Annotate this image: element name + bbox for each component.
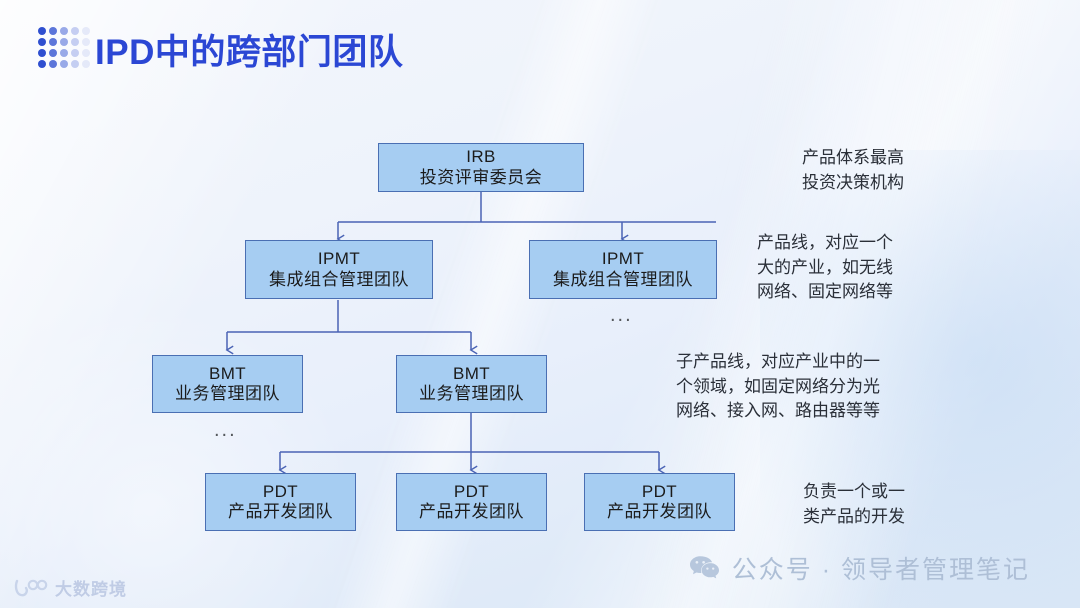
footer-wechat: 公众号 · 领导者管理笔记 xyxy=(689,550,1030,586)
wechat-icon xyxy=(689,556,719,579)
annotation-ipmt: 产品线，对应一个 大的产业，如无线 网络、固定网络等 xyxy=(757,233,893,302)
node-ipmt-2[interactable]: IPMT 集成组合管理团队 xyxy=(529,240,717,299)
node-code: IPMT xyxy=(317,249,361,269)
ellipsis-bmt: ... xyxy=(214,419,237,441)
annotation-irb: 产品体系最高 投资决策机构 xyxy=(802,148,904,192)
node-pdt-2[interactable]: PDT 产品开发团队 xyxy=(396,473,547,531)
node-bmt-2[interactable]: BMT 业务管理团队 xyxy=(396,355,547,413)
node-code: PDT xyxy=(641,481,678,501)
node-name: 投资评审委员会 xyxy=(419,167,543,187)
node-name: 业务管理团队 xyxy=(419,384,524,403)
annotation-pdt: 负责一个或一 类产品的开发 xyxy=(803,482,905,526)
node-code: BMT xyxy=(208,363,247,383)
node-code: PDT xyxy=(262,481,299,501)
page-title: IPD中的跨部门团队 xyxy=(95,33,404,72)
node-name: 集成组合管理团队 xyxy=(553,269,693,289)
ellipsis-ipmt: ... xyxy=(610,304,633,326)
dashukuajing-logo-icon xyxy=(14,579,48,596)
node-code: BMT xyxy=(452,363,491,383)
node-ipmt-1[interactable]: IPMT 集成组合管理团队 xyxy=(245,240,433,299)
footer-brand: 大数跨境 xyxy=(14,575,127,600)
node-bmt-1[interactable]: BMT 业务管理团队 xyxy=(152,355,303,413)
node-name: 产品开发团队 xyxy=(607,502,712,521)
node-pdt-1[interactable]: PDT 产品开发团队 xyxy=(205,473,356,531)
node-irb[interactable]: IRB 投资评审委员会 xyxy=(378,143,584,192)
node-name: 产品开发团队 xyxy=(419,502,524,521)
node-pdt-3[interactable]: PDT 产品开发团队 xyxy=(584,473,735,531)
slide-header: IPD中的跨部门团队 xyxy=(0,0,1080,95)
node-code: IRB xyxy=(466,147,496,167)
node-name: 集成组合管理团队 xyxy=(269,269,409,289)
node-name: 业务管理团队 xyxy=(175,384,280,403)
node-code: PDT xyxy=(453,481,490,501)
node-code: IPMT xyxy=(601,249,645,269)
footer-wechat-text: 公众号 · 领导者管理笔记 xyxy=(731,556,1030,584)
footer-brand-text: 大数跨境 xyxy=(55,580,127,599)
node-name: 产品开发团队 xyxy=(228,502,333,521)
annotation-bmt: 子产品线，对应产业中的一 个领域，如固定网络分为光 网络、接入网、路由器等等 xyxy=(676,352,880,421)
dot-grid-icon xyxy=(38,27,93,71)
